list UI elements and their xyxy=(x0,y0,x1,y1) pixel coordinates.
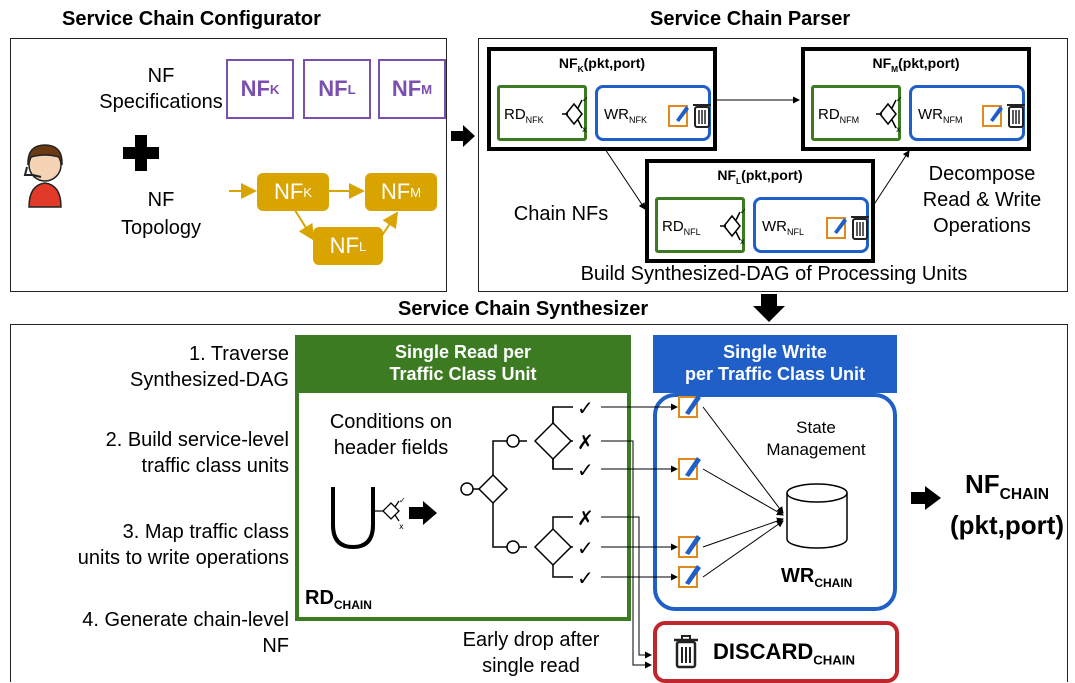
svg-text:x: x xyxy=(896,125,901,134)
svg-text:x: x xyxy=(399,522,404,531)
spec-label-2: Specifications xyxy=(99,91,223,113)
decompose-label-1: Decompose xyxy=(928,163,1036,185)
operator-avatar-icon xyxy=(23,144,63,208)
parser-panel: NFK(pkt,port) RDNFK ✓ x WRNFK xyxy=(478,38,1068,292)
discard-box: DISCARDCHAIN xyxy=(653,621,899,683)
svg-text:✓: ✓ xyxy=(577,566,594,590)
step-4-line-1: 4. Generate chain-level xyxy=(82,609,289,631)
svg-text:x: x xyxy=(740,237,745,246)
state-label-1: State xyxy=(796,418,836,437)
svg-text:✗: ✗ xyxy=(577,430,594,454)
parser-nf-m-title: NFM(pkt,port) xyxy=(872,55,960,74)
write-unit-icon xyxy=(678,395,701,418)
state-label-2: Management xyxy=(766,440,866,459)
decision-icon: ✓ x xyxy=(720,207,747,246)
parser-nf-l: NFL(pkt,port) RDNFL ✓ x WRNFL xyxy=(645,159,875,263)
svg-text:✗: ✗ xyxy=(577,506,594,530)
svg-text:x: x xyxy=(582,125,587,134)
parser-connector-lines xyxy=(604,96,910,210)
wr-nfl: WRNFL xyxy=(753,197,869,253)
decision-icon: ✓ x xyxy=(562,95,589,134)
synthesizer-panel: 1. Traverse Synthesized-DAG 2. Build ser… xyxy=(10,324,1068,683)
database-icon xyxy=(786,483,848,549)
rd-chain-label: RDCHAIN xyxy=(305,587,372,612)
plus-icon xyxy=(123,135,159,171)
write-trash-icon xyxy=(982,104,1025,128)
topology-label-2: Topology xyxy=(120,217,202,239)
synthesized-dag-tree: ✓ x ✓ ✗ ✓ ✗ ✓ ✓ xyxy=(331,395,848,669)
build-dag-label: Build Synthesized-DAG of Processing Unit… xyxy=(580,263,968,285)
svg-text:✓: ✓ xyxy=(582,95,589,104)
write-trash-icon xyxy=(668,104,711,128)
read-header: Single Read per Traffic Class Unit xyxy=(295,335,631,393)
parser-nf-k-title: NFK(pkt,port) xyxy=(558,55,646,74)
discard-label: DISCARDCHAIN xyxy=(713,639,855,668)
decompose-label-3: Operations xyxy=(933,215,1031,237)
svg-text:✓: ✓ xyxy=(896,95,903,104)
decompose-label-2: Read & Write xyxy=(922,189,1042,211)
early-drop-label-2: single read xyxy=(482,655,580,677)
output-arrow xyxy=(911,486,941,510)
read-unit-box xyxy=(295,393,631,621)
svg-text:✓: ✓ xyxy=(399,496,406,505)
step-3-line-2: units to write operations xyxy=(77,547,289,569)
svg-text:✓: ✓ xyxy=(577,536,594,560)
conditions-label-1: Conditions on xyxy=(329,411,453,433)
decision-icon: ✓ x xyxy=(876,95,903,134)
write-trash-icon xyxy=(826,216,869,240)
early-drop-label-1: Early drop after xyxy=(462,629,600,651)
parser-to-synth-arrow xyxy=(753,294,785,322)
write-unit-icon xyxy=(678,535,701,558)
wr-chain-label: WRCHAIN xyxy=(781,565,853,590)
rd-nfl: RDNFL ✓ x xyxy=(655,197,747,253)
topology-label-1: NF xyxy=(147,189,175,211)
synthesizer-title: Service Chain Synthesizer xyxy=(398,298,649,320)
svg-text:✓: ✓ xyxy=(577,396,594,420)
rd-nfm: RDNFM ✓ x xyxy=(811,85,903,141)
rd-nfk: RDNFK ✓ x xyxy=(497,85,589,141)
step-1-line-2: Synthesized-DAG xyxy=(130,369,289,391)
svg-text:✓: ✓ xyxy=(740,207,747,216)
step-2-line-1: 2. Build service-level xyxy=(105,429,289,451)
config-to-parser-arrow xyxy=(451,125,475,147)
parser-nf-k: NFK(pkt,port) RDNFK ✓ x WRNFK xyxy=(487,47,717,151)
step-4-line-2: NF xyxy=(262,635,289,657)
chain-nfs-label: Chain NFs xyxy=(513,203,609,225)
wr-nfm: WRNFM xyxy=(909,85,1025,141)
conditions-label-2: header fields xyxy=(333,437,449,459)
step-1-line-1: 1. Traverse xyxy=(188,343,289,365)
step-3-line-1: 3. Map traffic class xyxy=(122,521,289,543)
trash-icon xyxy=(674,635,698,669)
parser-nf-l-title: NFL(pkt,port) xyxy=(717,167,803,186)
write-unit-box xyxy=(653,393,897,611)
configurator-title: Service Chain Configurator xyxy=(62,8,321,30)
parser-nf-m: NFM(pkt,port) RDNFM ✓ x WRNFM xyxy=(801,47,1031,151)
nf-chain-output: NFCHAIN (pkt,port) xyxy=(949,469,1065,541)
step-2-line-2: traffic class units xyxy=(141,455,289,477)
wr-nfk: WRNFK xyxy=(595,85,711,141)
write-header: Single Write per Traffic Class Unit xyxy=(653,335,897,393)
parser-title: Service Chain Parser xyxy=(650,8,851,30)
write-unit-icon xyxy=(678,457,701,480)
write-unit-icon xyxy=(678,565,701,588)
svg-text:✓: ✓ xyxy=(577,458,594,482)
spec-label-1: NF xyxy=(147,65,175,87)
